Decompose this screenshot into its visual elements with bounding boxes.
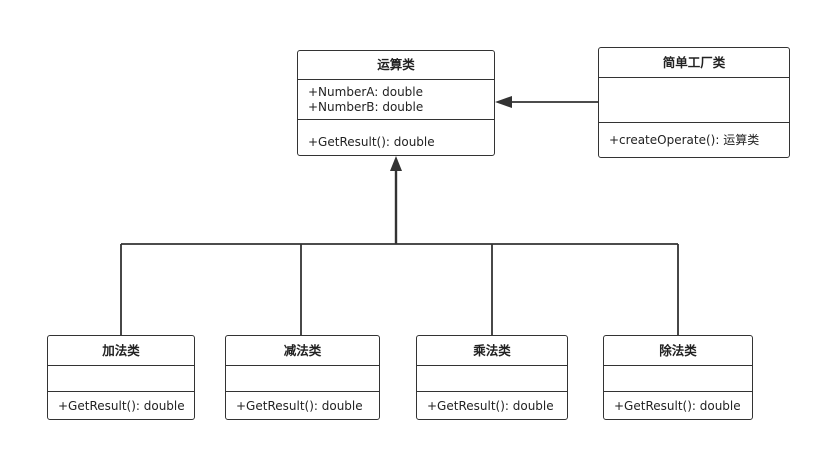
class-subtract[interactable]: 减法类 +GetResult(): double: [225, 335, 380, 420]
class-operations: +GetResult(): double: [298, 120, 494, 154]
class-attributes: [604, 366, 752, 392]
class-multiply[interactable]: 乘法类 +GetResult(): double: [416, 335, 568, 420]
operation: +GetResult(): double: [58, 398, 185, 413]
class-attributes: [599, 78, 789, 123]
operation: +GetResult(): double: [308, 135, 435, 149]
generalization-arrowhead: [390, 156, 402, 171]
class-attributes: [417, 366, 567, 392]
operation: +GetResult(): double: [614, 398, 741, 413]
class-divide[interactable]: 除法类 +GetResult(): double: [603, 335, 753, 420]
class-operations: +GetResult(): double: [604, 392, 752, 419]
class-name: 加法类: [48, 336, 194, 366]
class-operation[interactable]: 运算类 +NumberA: double +NumberB: double +G…: [297, 50, 495, 156]
class-attributes: +NumberA: double +NumberB: double: [298, 80, 494, 120]
attribute: +NumberB: double: [308, 100, 424, 114]
class-operations: +createOperate(): 运算类: [599, 123, 789, 157]
class-name: 简单工厂类: [599, 48, 789, 78]
class-simple-factory[interactable]: 简单工厂类 +createOperate(): 运算类: [598, 47, 790, 158]
class-attributes: [48, 366, 194, 392]
class-name: 除法类: [604, 336, 752, 366]
attribute: +NumberA: double: [308, 85, 424, 99]
association-arrowhead: [495, 96, 512, 108]
class-attributes: [226, 366, 379, 392]
class-operations: +GetResult(): double: [48, 392, 194, 419]
operation: +GetResult(): double: [236, 398, 363, 413]
class-operations: +GetResult(): double: [417, 392, 567, 419]
class-operations: +GetResult(): double: [226, 392, 379, 419]
class-name: 运算类: [298, 51, 494, 80]
operation: +createOperate(): 运算类: [609, 133, 760, 147]
operation: +GetResult(): double: [427, 398, 554, 413]
class-name: 减法类: [226, 336, 379, 366]
class-name: 乘法类: [417, 336, 567, 366]
class-add[interactable]: 加法类 +GetResult(): double: [47, 335, 195, 420]
